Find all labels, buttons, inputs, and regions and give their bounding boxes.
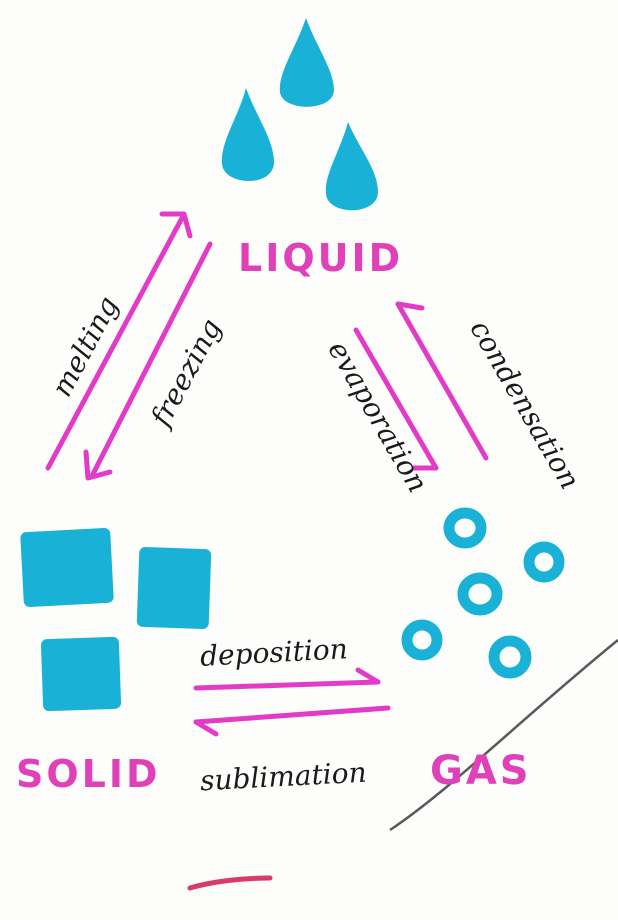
water-drop-icon — [326, 122, 378, 210]
gas-bubble-icon — [463, 578, 497, 610]
gas-bubbles — [407, 513, 559, 673]
stray-pen-mark — [190, 878, 270, 888]
solid-label: SOLID — [16, 752, 161, 796]
deposition-arrow — [196, 670, 378, 688]
water-drop-icon — [280, 18, 334, 107]
gas-bubble-icon — [494, 641, 526, 673]
liquid-label: LIQUID — [238, 236, 403, 280]
ice-cube-icon — [41, 637, 121, 712]
gas-bubble-icon — [407, 625, 437, 655]
gas-label: GAS — [430, 748, 532, 794]
ice-cube-icon — [20, 528, 114, 608]
gas-bubble-icon — [529, 547, 559, 577]
solid-cubes — [20, 528, 211, 712]
liquid-drops — [222, 18, 378, 210]
water-drop-icon — [222, 88, 274, 181]
ice-cube-icon — [137, 547, 212, 629]
gas-bubble-icon — [449, 513, 481, 543]
sublimation-arrow — [196, 708, 388, 734]
